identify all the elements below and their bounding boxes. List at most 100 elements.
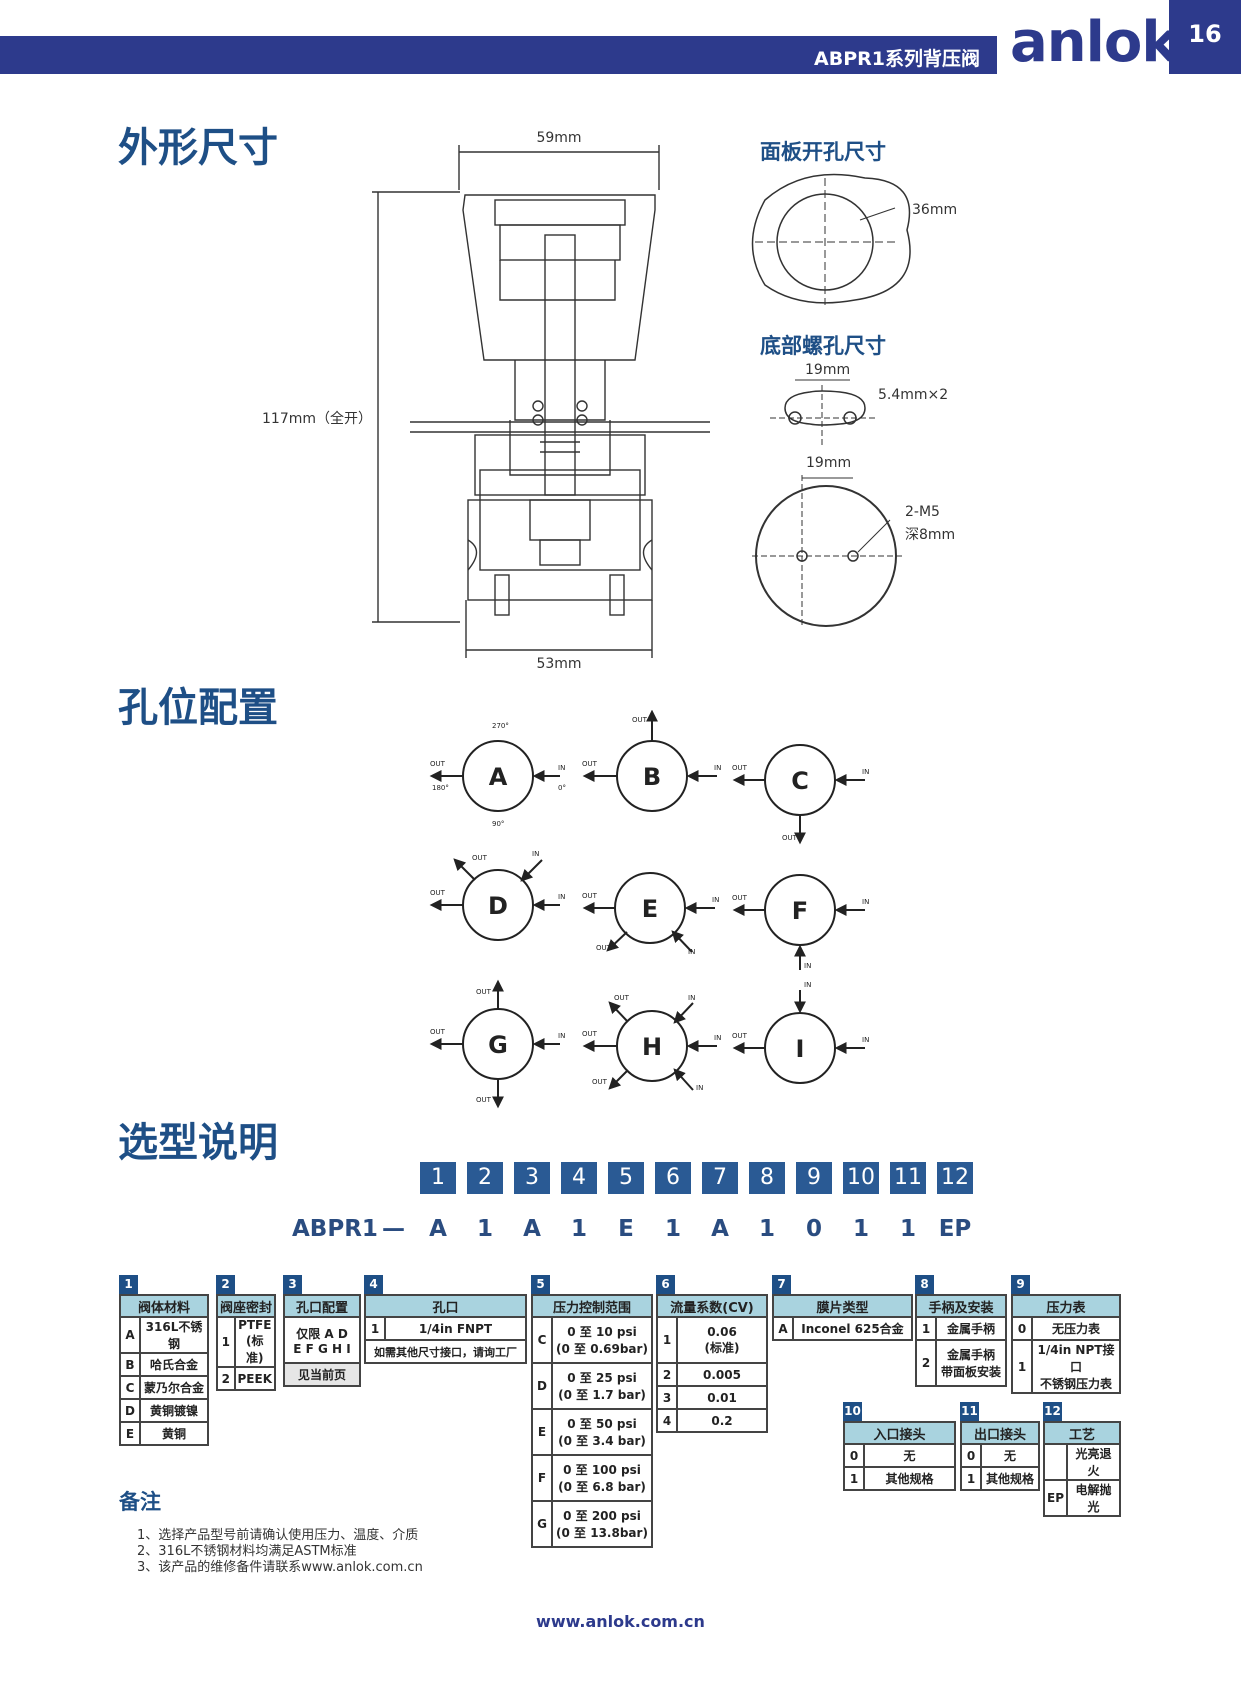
svg-text:IN: IN: [714, 1034, 721, 1042]
svg-text:270°: 270°: [492, 722, 509, 730]
base-holes-drawing-1: [770, 379, 875, 445]
svg-text:IN: IN: [558, 1032, 565, 1040]
dim-top: 59mm: [536, 130, 581, 146]
svg-text:OUT: OUT: [476, 988, 492, 996]
base1-hole: 5.4mm×2: [878, 387, 949, 403]
model-dash: —: [382, 1216, 405, 1242]
svg-text:OUT: OUT: [430, 889, 446, 897]
svg-text:IN: IN: [712, 896, 719, 904]
port-label-c: C: [791, 767, 809, 795]
port-label-g: G: [488, 1031, 508, 1059]
svg-text:IN: IN: [714, 764, 721, 772]
base-holes-drawing-2: [752, 475, 905, 627]
model-prefix: ABPR1: [292, 1216, 378, 1242]
svg-text:IN: IN: [862, 1036, 869, 1044]
panel-diameter: 36mm: [912, 202, 958, 218]
dim-bottom: 53mm: [536, 656, 581, 670]
svg-text:180°: 180°: [432, 784, 449, 792]
svg-text:OUT: OUT: [582, 760, 598, 768]
position-box: 5: [608, 1162, 644, 1194]
port-label-d: D: [488, 892, 508, 920]
svg-text:0°: 0°: [558, 784, 566, 792]
position-box: 7: [702, 1162, 738, 1194]
svg-text:OUT: OUT: [430, 1028, 446, 1036]
svg-text:IN: IN: [688, 994, 695, 1002]
port-label-h: H: [642, 1033, 662, 1061]
svg-text:OUT: OUT: [430, 760, 446, 768]
port-label-a: A: [489, 763, 508, 791]
svg-text:IN: IN: [804, 962, 811, 970]
panel-cutout-drawing: [751, 173, 911, 305]
position-box: 2: [467, 1162, 503, 1194]
port-label-f: F: [792, 897, 808, 925]
logo-box: [997, 0, 1169, 74]
position-box: 3: [514, 1162, 550, 1194]
svg-text:OUT: OUT: [476, 1096, 492, 1104]
note-item: 1、选择产品型号前请确认使用压力、温度、介质: [137, 1528, 419, 1543]
position-numbers: 1 2 3 4 5 6 7 8 9 10 11 12: [420, 1162, 973, 1194]
notes-title: 备注: [119, 1490, 161, 1514]
position-box: 10: [843, 1162, 879, 1194]
svg-text:OUT: OUT: [592, 1078, 608, 1086]
model-code: A 1 A 1 E 1 A 1 0 1 1 EP: [429, 1216, 972, 1242]
position-box: 6: [655, 1162, 691, 1194]
svg-text:IN: IN: [558, 893, 565, 901]
base-holes-title: 底部螺孔尺寸: [760, 334, 886, 358]
note-item: 3、该产品的维修备件请联系www.anlok.com.cn: [137, 1560, 423, 1575]
section-title-selection: 选型说明: [118, 1120, 278, 1166]
position-box: 8: [749, 1162, 785, 1194]
page-number: 16: [1188, 20, 1222, 48]
svg-text:OUT: OUT: [596, 944, 612, 952]
svg-text:IN: IN: [804, 981, 811, 989]
position-box: 12: [937, 1162, 973, 1194]
port-label-e: E: [642, 895, 658, 923]
valve-dimension-drawing: 59mm 53mm: [372, 130, 710, 670]
svg-text:IN: IN: [532, 850, 539, 858]
svg-text:OUT: OUT: [632, 716, 648, 724]
svg-text:IN: IN: [862, 898, 869, 906]
svg-text:OUT: OUT: [472, 854, 488, 862]
svg-text:OUT: OUT: [782, 834, 798, 842]
position-box: 9: [796, 1162, 832, 1194]
position-box: 1: [420, 1162, 456, 1194]
svg-text:OUT: OUT: [582, 1030, 598, 1038]
footer-url[interactable]: www.anlok.com.cn: [536, 1612, 705, 1631]
base2-spacing: 19mm: [806, 455, 852, 471]
svg-text:IN: IN: [862, 768, 869, 776]
base1-spacing: 19mm: [805, 362, 851, 378]
svg-text:OUT: OUT: [732, 764, 748, 772]
section-title-ports: 孔位配置: [118, 685, 278, 731]
note-item: 2、316L不锈钢材料均满足ASTM标准: [137, 1544, 357, 1559]
svg-text:OUT: OUT: [732, 1032, 748, 1040]
base2-depth: 深8mm: [905, 527, 956, 543]
svg-text:90°: 90°: [492, 820, 504, 828]
svg-text:OUT: OUT: [614, 994, 630, 1002]
svg-text:IN: IN: [696, 1084, 703, 1092]
svg-text:IN: IN: [688, 948, 695, 956]
notes-list: 1、选择产品型号前请确认使用压力、温度、介质 2、316L不锈钢材料均满足AST…: [137, 1528, 423, 1576]
page-number-box: [1169, 0, 1241, 74]
svg-text:OUT: OUT: [582, 892, 598, 900]
header-title: ABPR1系列背压阀: [814, 48, 980, 70]
position-box: 11: [890, 1162, 926, 1194]
section-title-dimensions: 外形尺寸: [118, 125, 278, 171]
svg-text:IN: IN: [558, 764, 565, 772]
anlok-logo: anlok: [1010, 10, 1179, 75]
port-label-i: I: [796, 1035, 805, 1063]
position-box: 4: [561, 1162, 597, 1194]
panel-cutout-title: 面板开孔尺寸: [760, 140, 886, 164]
svg-text:OUT: OUT: [732, 894, 748, 902]
